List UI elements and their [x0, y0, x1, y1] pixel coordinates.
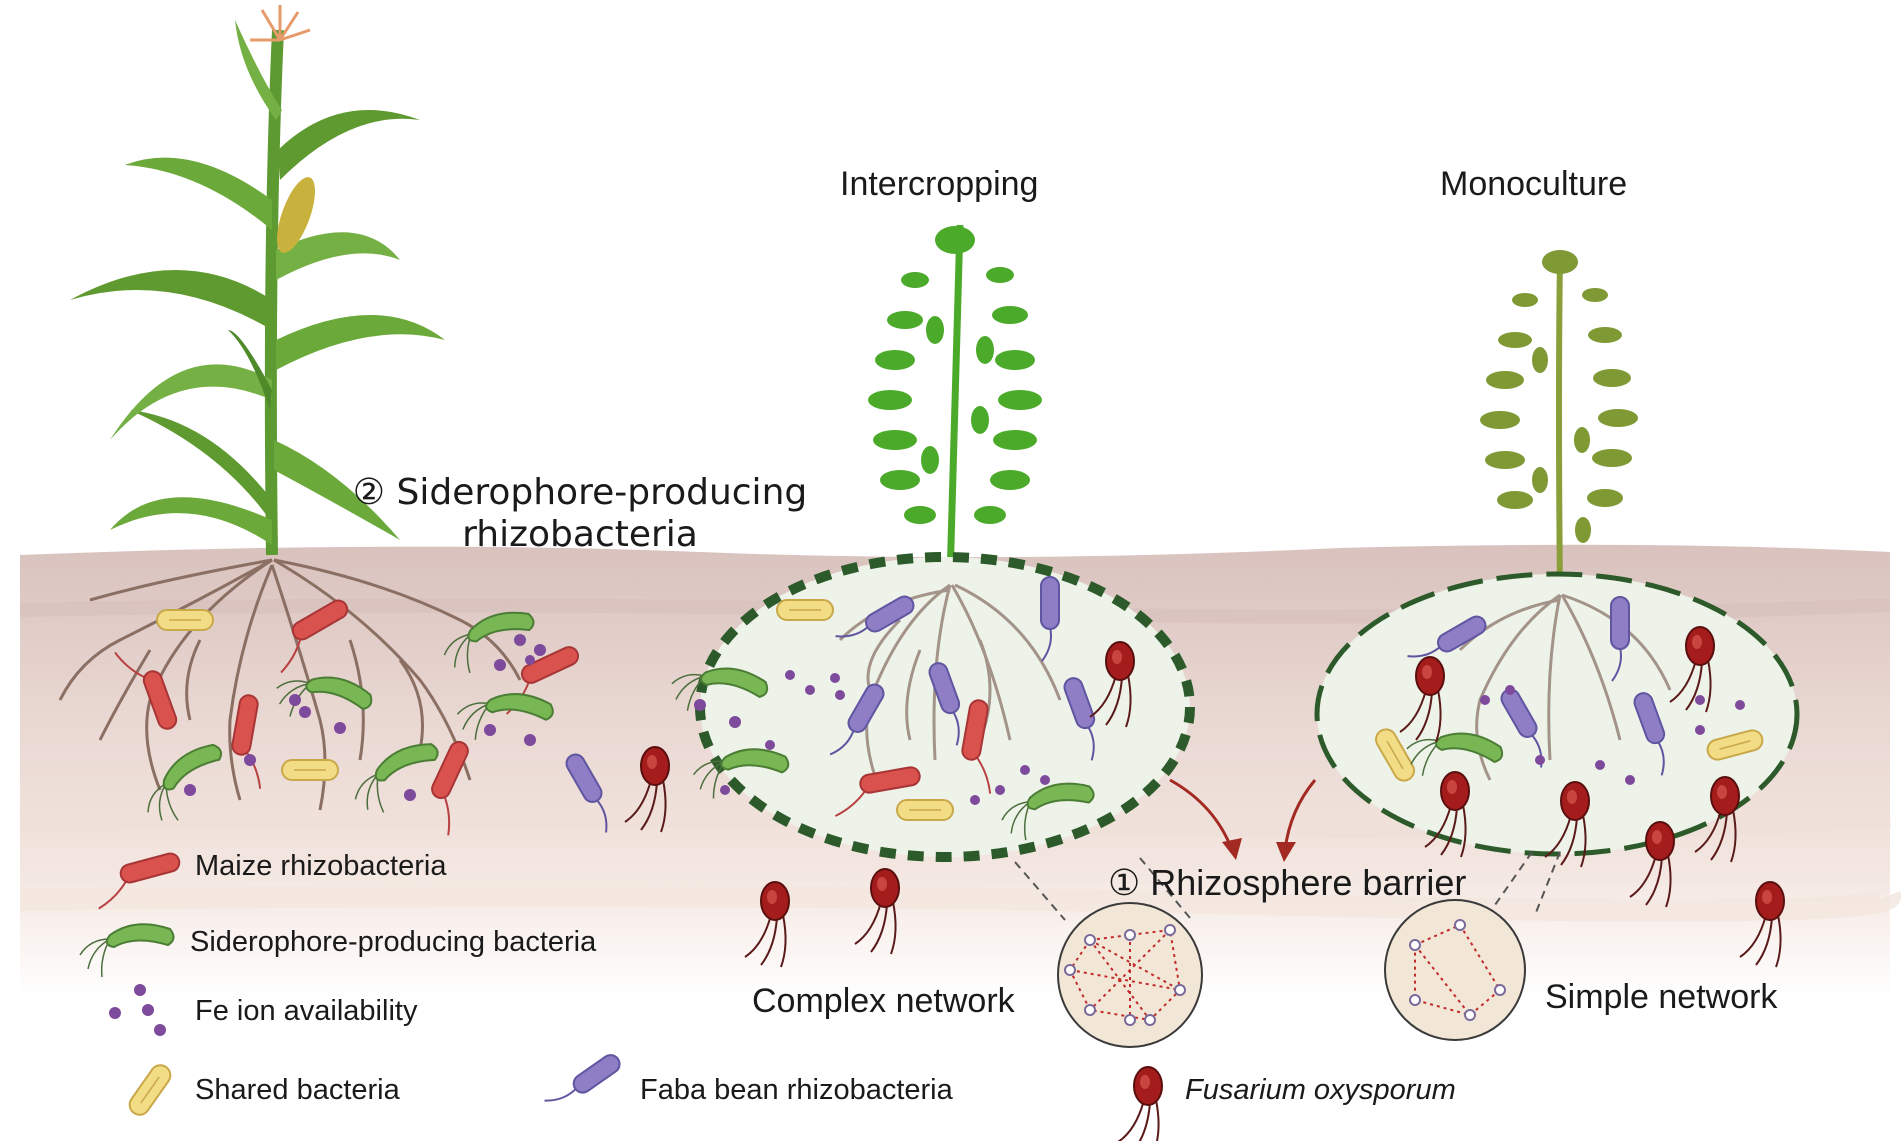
complex-network-label: Complex network [752, 982, 1015, 1020]
heading-monoculture: Monoculture [1440, 165, 1628, 203]
siderophore-label: ② Siderophore-producing rhizobacteria [340, 472, 820, 556]
faba-plant-intercropping [868, 224, 1042, 581]
arrow-head-right [1276, 842, 1296, 862]
maize-plant [70, 5, 445, 556]
intercropping-bacteria [665, 576, 1135, 844]
legend-fe-icon [109, 984, 166, 1036]
faba-plant-monoculture [1480, 250, 1638, 591]
siderophore-label-line2: rhizobacteria [462, 514, 698, 555]
heading-intercropping: Intercropping [840, 165, 1039, 203]
arrow-head-left [1222, 838, 1242, 860]
legend-icons [79, 850, 1163, 1141]
simple-network-label: Simple network [1545, 978, 1778, 1016]
legend-fusarium-label: Fusarium oxysporum [1185, 1074, 1456, 1106]
siderophore-label-line1: ② Siderophore-producing [352, 472, 808, 513]
legend-fusarium-icon [1117, 1066, 1163, 1141]
legend-maize-label: Maize rhizobacteria [195, 850, 447, 882]
legend-faba-icon [542, 1050, 625, 1116]
legend-siderophore-label: Siderophore-producing bacteria [190, 926, 597, 958]
legend-faba-label: Faba bean rhizobacteria [640, 1074, 953, 1106]
legend-shared-label: Shared bacteria [195, 1074, 400, 1106]
legend-fe-label: Fe ion availability [195, 995, 418, 1027]
complex-network [1014, 857, 1203, 1048]
rhizosphere-monoculture [1314, 571, 1800, 857]
simple-network [1384, 851, 1561, 1041]
rhizosphere-barrier-label: ① Rhizosphere barrier [1108, 862, 1467, 903]
legend-shared-icon [124, 1060, 176, 1120]
monoculture-bacteria [1371, 596, 1785, 968]
maize-rhizosphere-bacteria [114, 596, 670, 837]
